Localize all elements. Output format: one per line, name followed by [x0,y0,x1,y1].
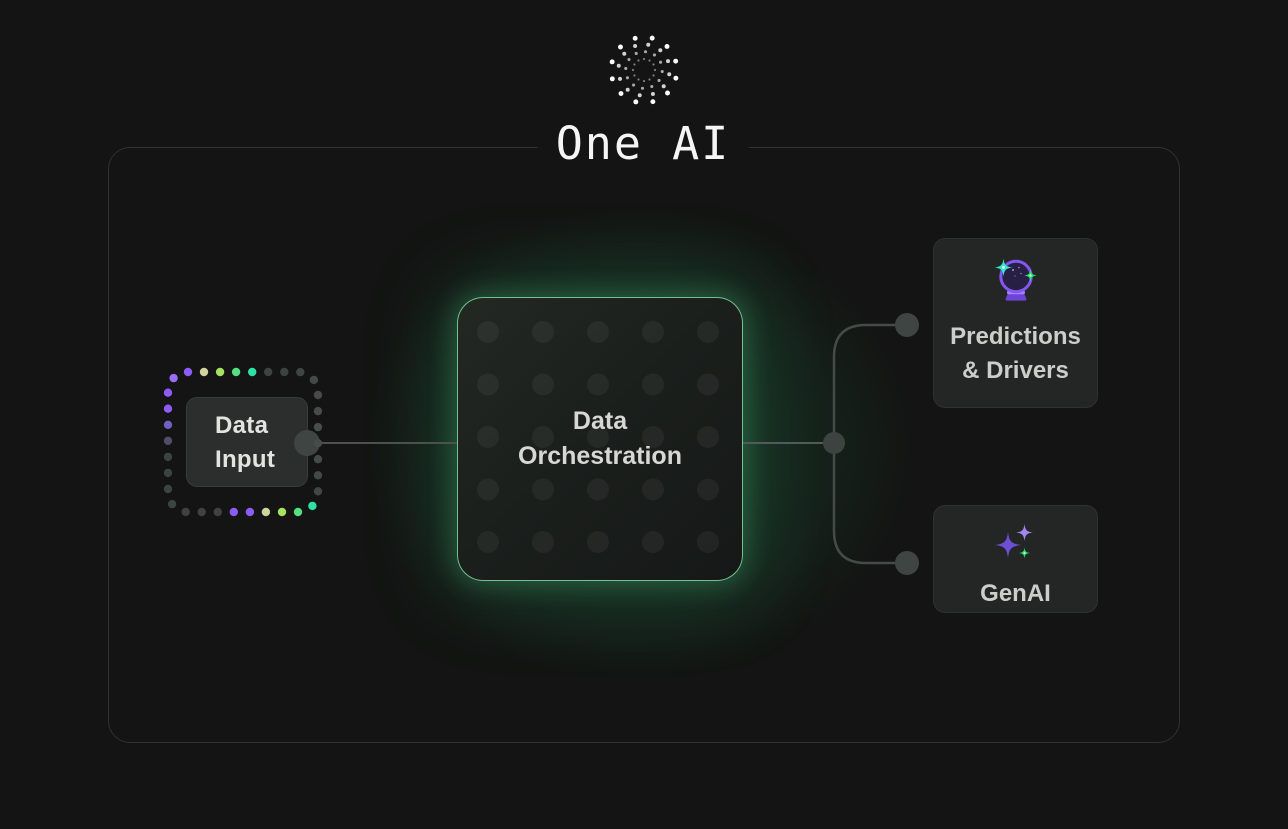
node-data-orchestration[interactable]: Data Orchestration [457,297,743,581]
spiral-logo-icon [609,35,679,105]
data-input-label-line1: Data [215,412,269,439]
orchestration-label-line2: Orchestration [518,442,682,470]
predictions-label-line1: Predictions [950,323,1081,350]
diagram-title: One AI [537,121,749,167]
orchestration-dot-grid [477,321,719,553]
sparkles-icon [994,524,1033,559]
node-data-input[interactable]: Data Input [186,397,308,487]
node-predictions-drivers[interactable]: Predictions & Drivers [933,238,1098,408]
crystal-ball-icon [994,258,1037,301]
orchestration-label-line1: Data [572,407,628,435]
orchestration-label: Data Orchestration [458,404,742,474]
predictions-label-line2: & Drivers [962,357,1069,384]
data-input-label-line2: Input [215,446,276,473]
node-genai[interactable]: GenAI [933,505,1098,613]
predictions-label: Predictions & Drivers [934,320,1097,388]
genai-label: GenAI [980,580,1051,607]
